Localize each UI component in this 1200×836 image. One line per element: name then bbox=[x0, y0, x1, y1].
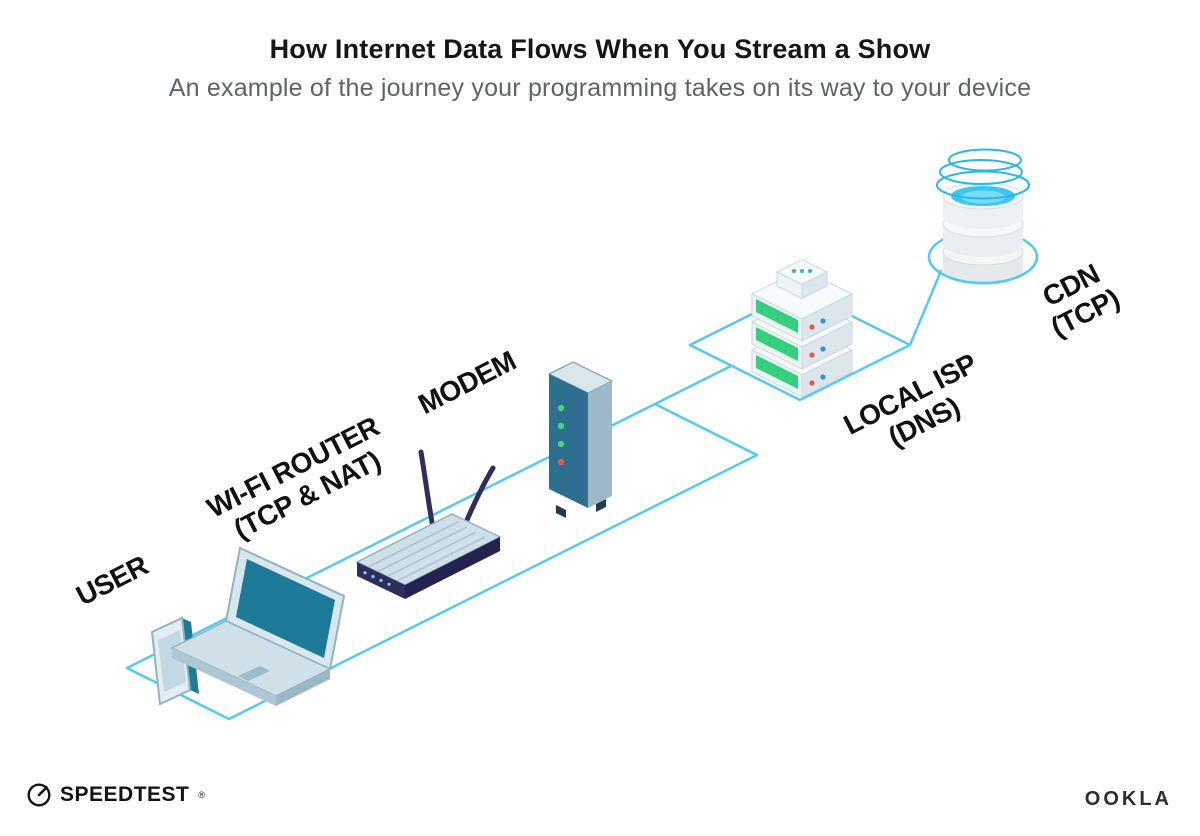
server-led-blue bbox=[820, 318, 826, 324]
speedtest-logo: SPEEDTEST ® bbox=[26, 782, 205, 808]
router-icon bbox=[355, 449, 502, 599]
modem-icon bbox=[547, 361, 614, 518]
server-led-blue bbox=[820, 374, 826, 380]
header: How Internet Data Flows When You Stream … bbox=[0, 34, 1200, 103]
isp-servers-icon bbox=[750, 258, 854, 398]
server-led-blue bbox=[820, 346, 826, 352]
path-cdn-ellipse-front bbox=[927, 256, 1039, 285]
server-green-panel bbox=[756, 355, 798, 389]
router-led bbox=[363, 571, 367, 575]
cdn-swirl-rings bbox=[936, 148, 1030, 200]
router-led bbox=[379, 578, 383, 583]
cdn-database-icon bbox=[927, 148, 1039, 285]
laptop-touchpad bbox=[238, 666, 270, 681]
modem-foot bbox=[596, 499, 606, 512]
router-led bbox=[371, 575, 375, 579]
laptop-screen bbox=[236, 559, 335, 658]
router-led bbox=[387, 582, 391, 586]
server-top-dot bbox=[800, 269, 804, 273]
server-led-red bbox=[809, 324, 815, 330]
router-antenna bbox=[418, 449, 436, 531]
server-top-dot bbox=[792, 269, 796, 273]
server-led-red bbox=[809, 380, 815, 386]
footer: SPEEDTEST ® OOKLA bbox=[0, 780, 1200, 836]
server-led-red bbox=[809, 352, 815, 358]
page-title: How Internet Data Flows When You Stream … bbox=[269, 34, 931, 64]
server-green-panel bbox=[756, 299, 798, 333]
path-connector-isp bbox=[653, 364, 733, 406]
speedtest-wordmark: SPEEDTEST bbox=[60, 783, 190, 806]
modem-led-green bbox=[557, 440, 565, 448]
server-top-dot bbox=[808, 269, 812, 273]
server-green-panel bbox=[756, 327, 798, 361]
laptop-icon bbox=[170, 546, 346, 706]
modem-led-red bbox=[557, 458, 565, 466]
modem-led-green bbox=[557, 422, 565, 430]
page-subtitle: An example of the journey your programmi… bbox=[168, 74, 1032, 102]
path-connector-cdn bbox=[908, 269, 943, 347]
ookla-logo: OOKLA bbox=[1084, 788, 1172, 810]
speedtest-gauge-icon bbox=[27, 783, 51, 807]
modem-led-green bbox=[557, 404, 565, 412]
registered-mark: ® bbox=[198, 790, 206, 800]
modem-foot bbox=[556, 505, 566, 518]
